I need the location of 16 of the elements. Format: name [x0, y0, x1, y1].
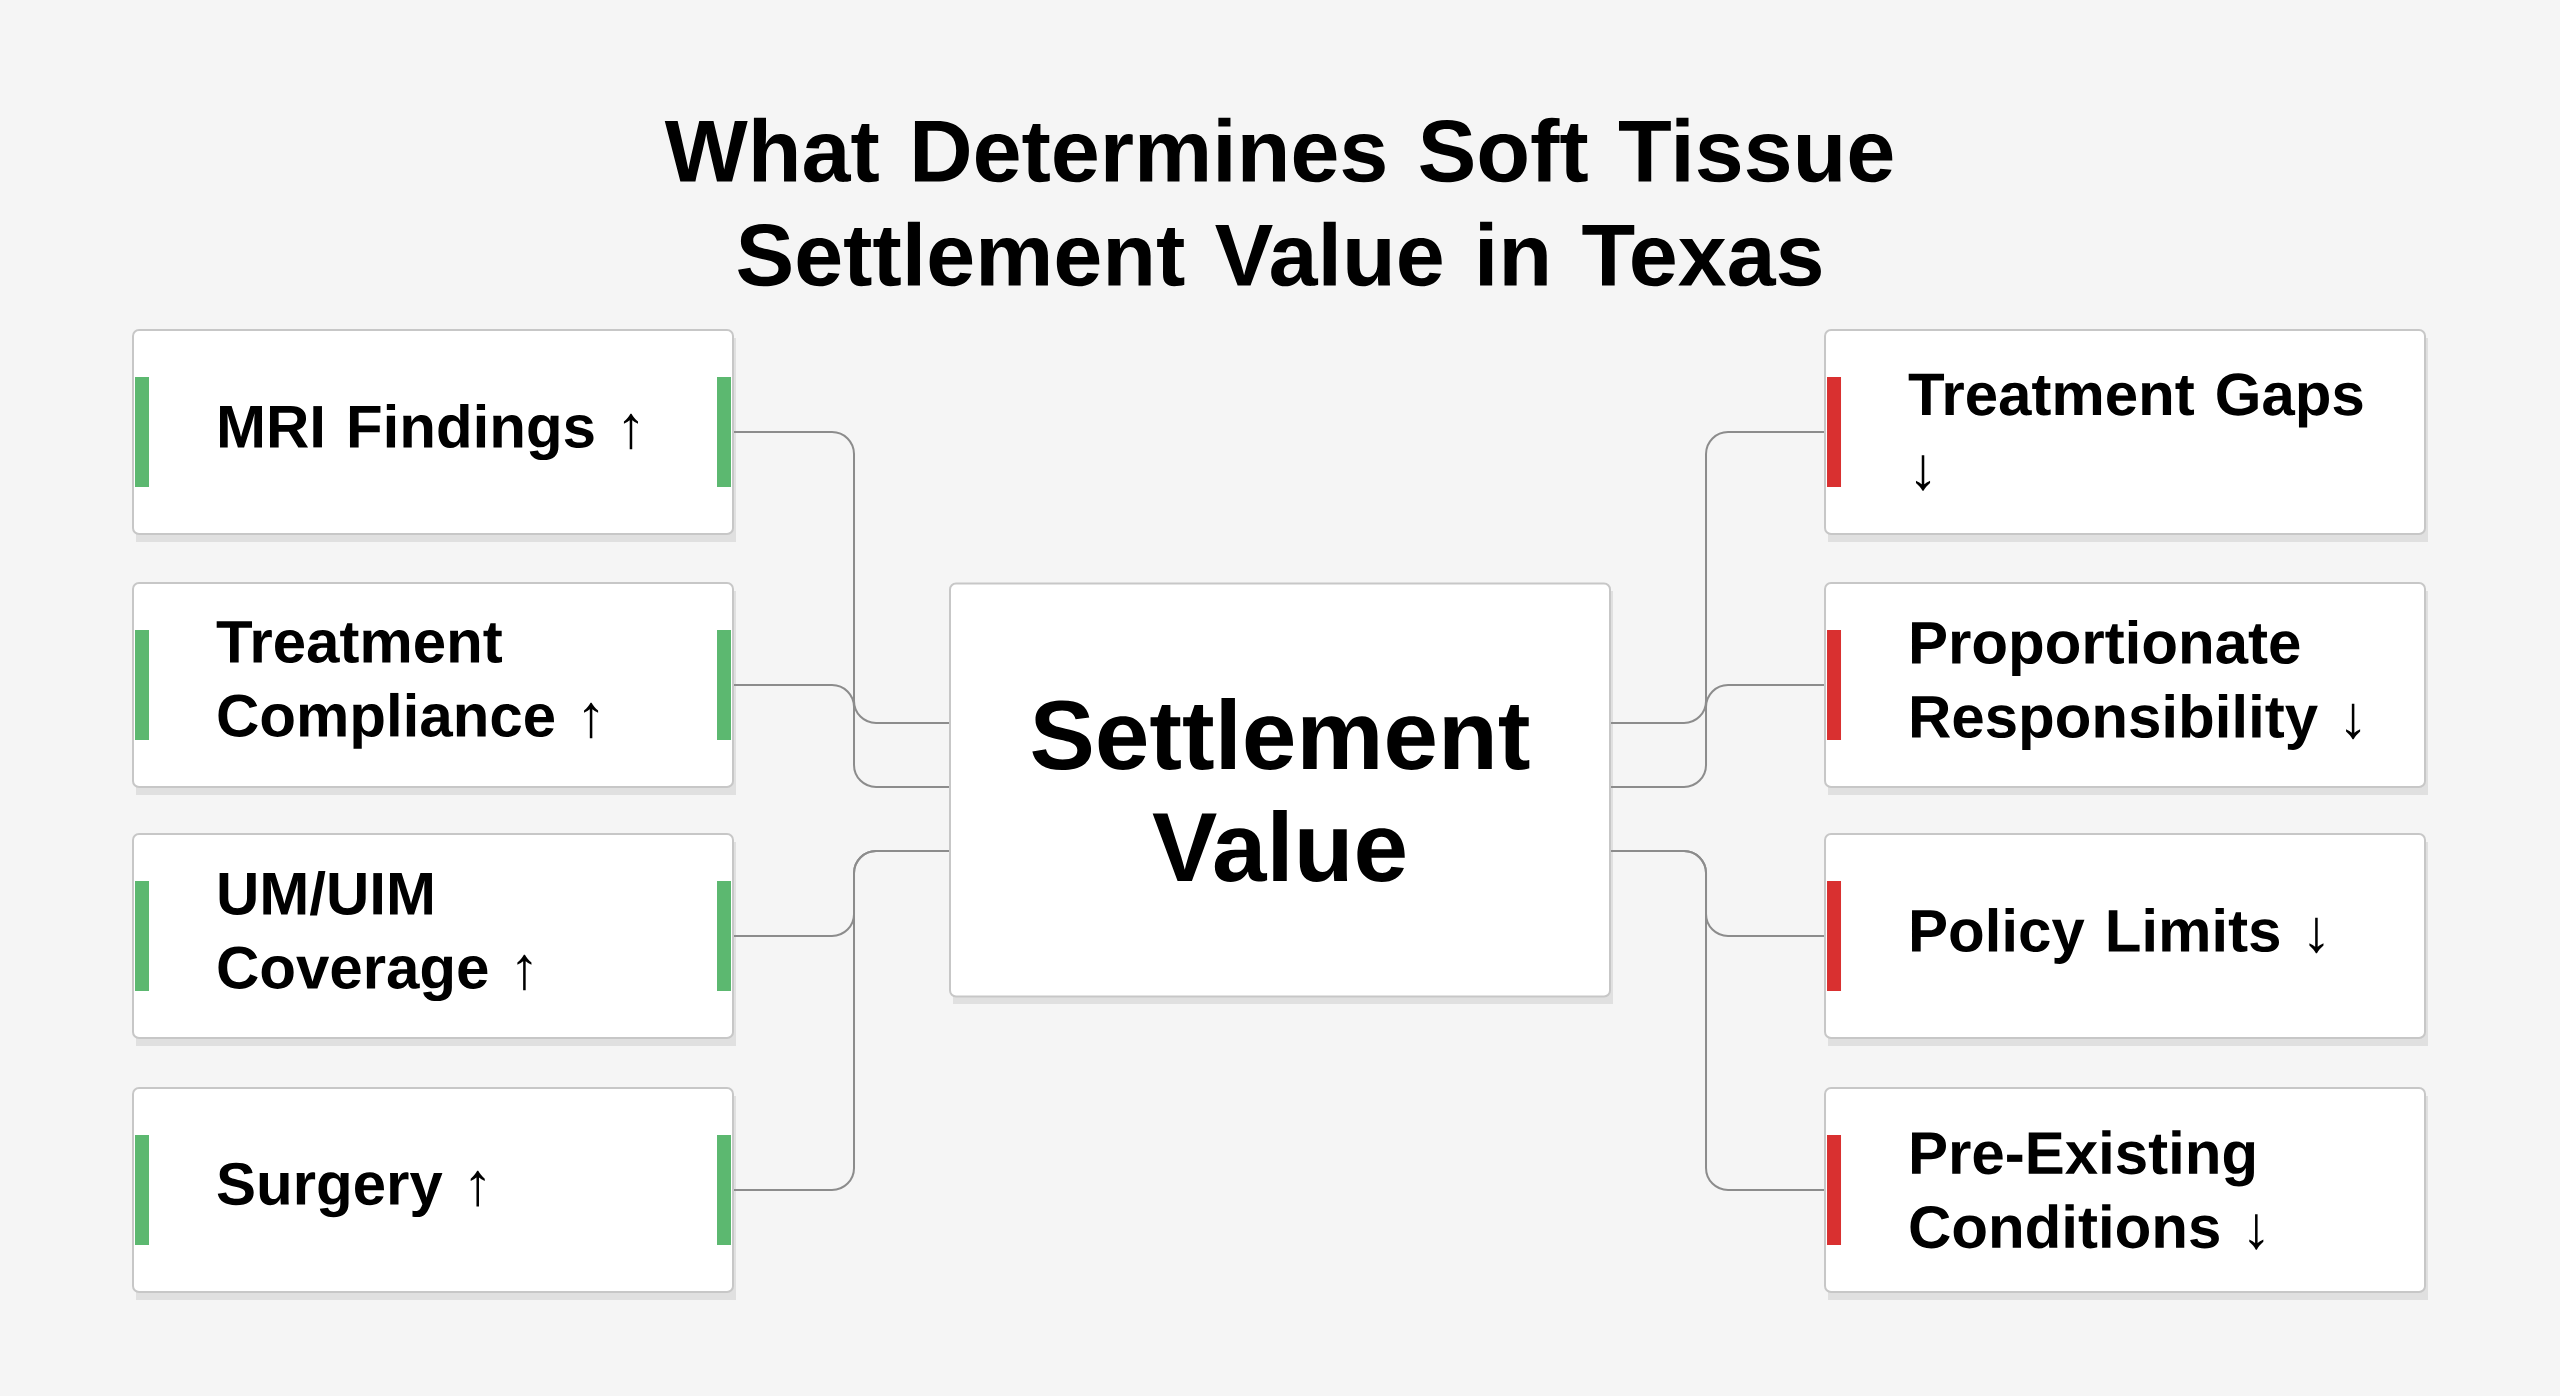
title: What Determines Soft Tissue Settlement Value in Texas [664, 117, 1893, 287]
connector [1610, 431, 1825, 724]
factor-box: Proportionate Responsibility ↓ [1824, 582, 2426, 788]
connector [733, 431, 950, 724]
factor-box: Treatment Compliance ↑ [132, 582, 734, 788]
factor-box: Treatment Gaps ↓ [1824, 329, 2426, 535]
factor-box: UM/UIM Coverage ↑ [132, 833, 734, 1039]
connector [733, 684, 950, 788]
factor-box: Pre-Existing Conditions ↓ [1824, 1087, 2426, 1293]
factor-box: Policy Limits ↓ [1824, 833, 2426, 1039]
factor-box: Surgery ↑ [132, 1087, 734, 1293]
connector [733, 850, 950, 1191]
factor-box: MRI Findings ↑ [132, 329, 734, 535]
connector [1610, 850, 1825, 1191]
connector [1610, 684, 1825, 788]
center-box: Settlement Value [949, 582, 1611, 998]
